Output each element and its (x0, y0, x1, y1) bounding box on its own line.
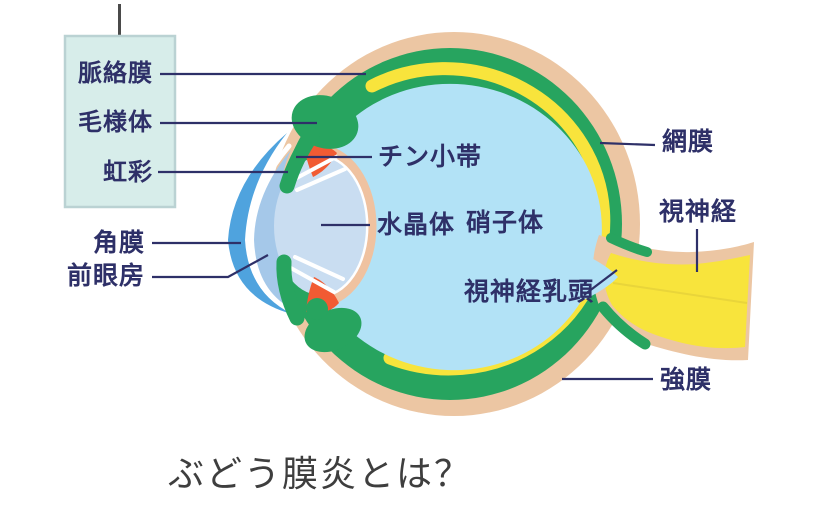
optic-nerve-shape (604, 253, 750, 349)
anterior-chamber-shape (254, 150, 294, 310)
zonule-fiber-line (293, 255, 345, 281)
label-anterior-chamber: 前眼房 (67, 261, 145, 290)
zonule-fiber-line (295, 167, 347, 192)
optic-disc-shape (577, 251, 618, 303)
iris-bottom-shape (276, 254, 305, 326)
label-retina: 網膜 (662, 127, 714, 156)
label-optic-nerve: 視神経 (659, 197, 737, 226)
choroid-wrap-top (606, 233, 652, 257)
leader-retina (599, 141, 656, 147)
uvea-box (63, 34, 177, 209)
label-iris: 虹彩 (103, 159, 153, 186)
label-sclera: 強膜 (660, 366, 712, 394)
ciliary-body-bottom-knob (306, 298, 328, 320)
label-lens: 水晶体 (377, 211, 455, 239)
label-vitreous: 硝子体 (466, 209, 544, 237)
optic-nerve-fiber-line (612, 282, 748, 304)
label-optic-disc: 視神経乳頭 (464, 277, 594, 306)
zonule-fiber-line (289, 155, 338, 183)
vitreous-shape (302, 83, 602, 371)
leader-anterior-chamber (152, 254, 269, 279)
label-zonules: チン小帯 (378, 143, 482, 171)
zonule-fiber-line (287, 265, 336, 294)
page-title: ぶどう膜炎とは？ (168, 453, 472, 494)
label-cornea: 角膜 (93, 229, 145, 257)
choroid-wrap-bottom (597, 301, 651, 350)
label-ciliary-body: 毛様体 (78, 108, 153, 136)
leader-optic-disc (583, 269, 618, 296)
label-choroid: 脈絡膜 (78, 59, 153, 87)
iris-top-shape (279, 127, 320, 194)
